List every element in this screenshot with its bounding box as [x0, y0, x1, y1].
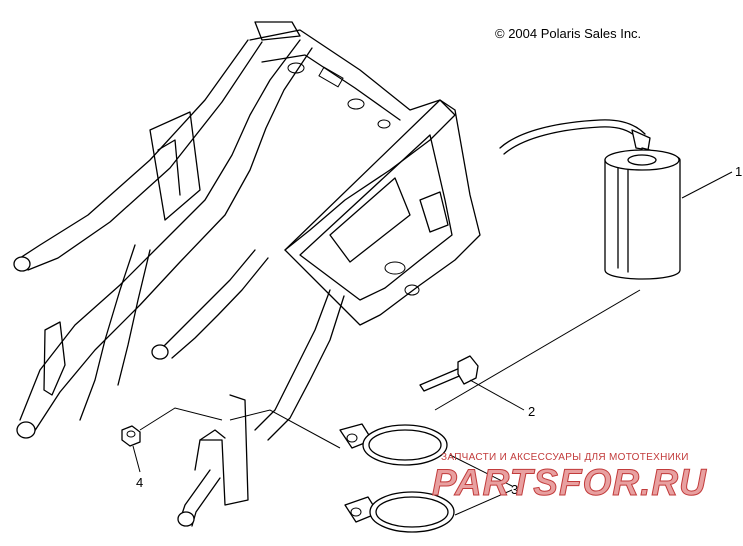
callout-number-2: 2	[528, 404, 536, 419]
copyright-notice: © 2004 Polaris Sales Inc.	[495, 26, 642, 41]
leader-line-3b	[454, 489, 513, 516]
assembly-line-clamp	[229, 409, 341, 449]
nut	[121, 425, 141, 447]
leader-line-3a	[449, 454, 513, 487]
frame-assembly	[13, 21, 481, 527]
assembly-line-nut	[139, 407, 223, 431]
leader-line-1	[681, 171, 733, 199]
assembly-line-filter	[434, 289, 641, 411]
callout-number-1: 1	[735, 164, 743, 179]
clamp-upper	[339, 423, 448, 466]
leader-line-2	[469, 379, 525, 411]
fuel-filter-canister	[499, 119, 681, 280]
clamp-lower	[344, 491, 455, 533]
bolt	[419, 355, 479, 392]
watermark-caption: ЗАПЧАСТИ И АКСЕССУАРЫ ДЛЯ МОТОТЕХНИКИ	[441, 452, 689, 463]
callout-number-3: 3	[511, 482, 519, 497]
leader-line-4	[132, 445, 141, 473]
callout-number-4: 4	[136, 475, 144, 490]
watermark-logo: PARTSFOR.RU	[432, 462, 707, 504]
